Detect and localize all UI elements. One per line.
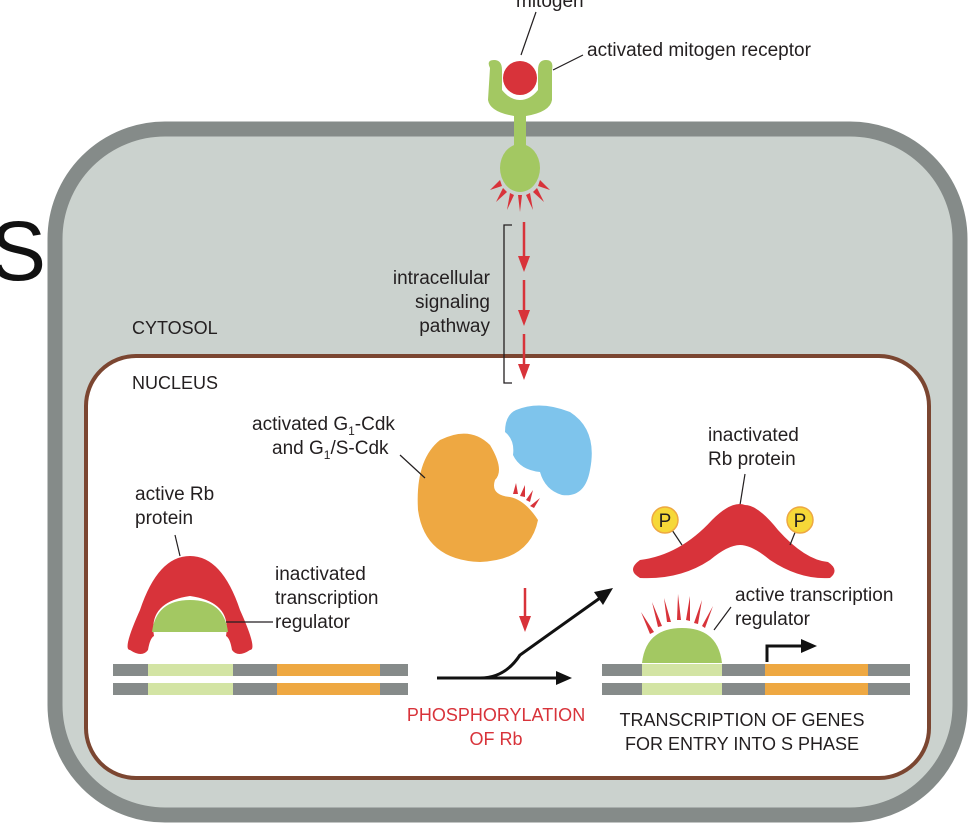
pathway-label-1: intracellular [393, 268, 491, 289]
cyclin-subunit [505, 405, 592, 496]
active-reg-label-1: active transcription [735, 585, 893, 606]
mitogen [503, 61, 537, 95]
svg-text:P: P [659, 511, 672, 532]
fragment-letter: S [0, 204, 46, 298]
active-rb-label-1: active Rb [135, 484, 214, 505]
phosphorylation-label-1: PHOSPHORYLATION [407, 705, 585, 725]
active-rb-label-2: protein [135, 508, 193, 529]
kinase-activity-spikes [513, 483, 540, 508]
activated-mitogen-receptor [488, 60, 553, 192]
active-transcription-regulator [642, 628, 722, 663]
transcription-label-2: FOR ENTRY INTO S PHASE [625, 734, 859, 754]
down-arrow [519, 616, 531, 632]
cdk-subunit [417, 433, 538, 562]
inactive-reg-label-3: regulator [275, 612, 351, 633]
inactive-reg-label-2: transcription [275, 588, 379, 609]
cdk-label-1: activated G1-Cdk [252, 414, 395, 438]
inactive-rb-label-1: inactivated [708, 425, 799, 446]
regulator-activity-spikes [641, 594, 713, 634]
svg-text:P: P [794, 511, 807, 532]
inactive-rb-label-2: Rb protein [708, 449, 796, 470]
dna-right [602, 664, 910, 695]
receptor-label: activated mitogen receptor [587, 40, 812, 61]
cytosol-label: CYTOSOL [132, 318, 218, 338]
inactive-transcription-regulator [152, 600, 228, 632]
transcription-label-1: TRANSCRIPTION OF GENES [619, 710, 864, 730]
branching-arrow [437, 588, 613, 685]
inactive-reg-label-1: inactivated [275, 564, 366, 585]
cdk-label-2: and G1/S-Cdk [272, 438, 389, 462]
activation-spikes [490, 180, 550, 212]
inactive-rb-protein [633, 504, 835, 579]
phosphate-group-2: P [786, 506, 814, 534]
phosphate-group-1: P [651, 506, 679, 534]
transcription-start-arrow [765, 644, 803, 662]
pathway-bracket [503, 224, 512, 384]
active-rb-protein [127, 556, 253, 654]
phosphorylation-label-2: OF Rb [469, 729, 522, 749]
nucleus-label: NUCLEUS [132, 373, 218, 393]
pathway-label-2: signaling [415, 292, 490, 313]
signaling-arrows [518, 222, 530, 380]
active-reg-label-2: regulator [735, 609, 811, 630]
dna-left [113, 664, 408, 695]
pathway-label-3: pathway [419, 316, 490, 337]
mitogen-label: mitogen [516, 0, 584, 12]
